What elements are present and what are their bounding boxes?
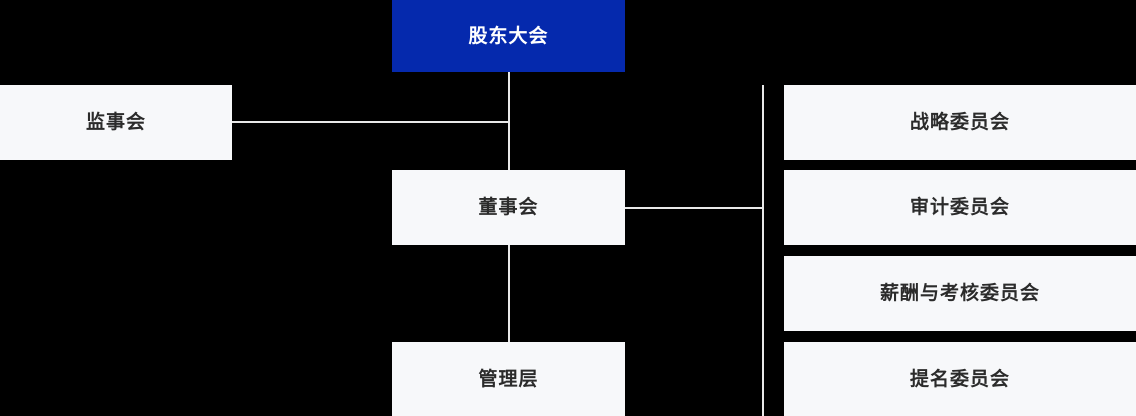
- node-label: 监事会: [85, 112, 146, 133]
- node-shareholders-meeting[interactable]: 股东大会: [392, 0, 625, 72]
- node-label: 战略委员会: [909, 112, 1010, 133]
- connector-board-to-committee-rail: [625, 207, 762, 209]
- node-strategy-committee[interactable]: 战略委员会: [784, 85, 1136, 160]
- node-label: 董事会: [478, 197, 539, 218]
- connector-committee-rail: [762, 85, 764, 416]
- node-nomination-committee[interactable]: 提名委员会: [784, 342, 1136, 416]
- node-label: 股东大会: [468, 25, 549, 47]
- node-audit-committee[interactable]: 审计委员会: [784, 170, 1136, 245]
- connector-shareholders-to-supervisors: [232, 121, 510, 123]
- node-label: 提名委员会: [909, 368, 1010, 390]
- node-board-of-directors[interactable]: 董事会: [392, 170, 625, 245]
- node-compensation-committee[interactable]: 薪酬与考核委员会: [784, 256, 1136, 331]
- node-board-of-supervisors[interactable]: 监事会: [0, 85, 232, 160]
- node-label: 管理层: [478, 368, 539, 390]
- node-label: 审计委员会: [909, 197, 1010, 218]
- node-label: 薪酬与考核委员会: [879, 283, 1040, 304]
- connector-board-to-management: [508, 245, 510, 342]
- node-management[interactable]: 管理层: [392, 342, 625, 416]
